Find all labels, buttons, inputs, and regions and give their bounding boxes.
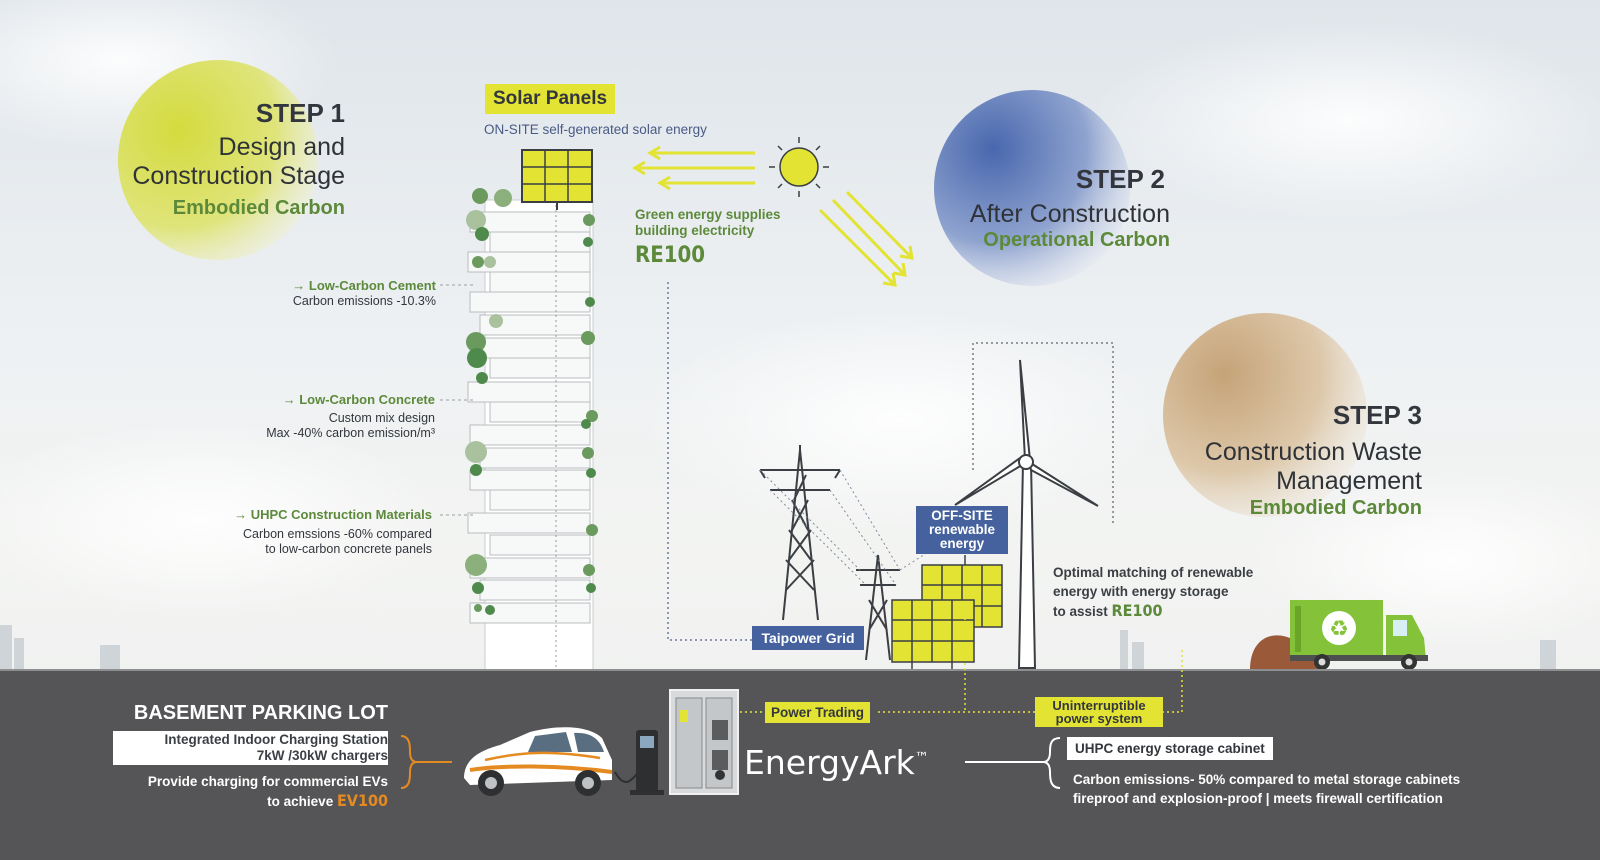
- grid-connection-line: [667, 282, 755, 641]
- power-cables: [759, 469, 956, 586]
- re100-badge-storage: RE100: [1111, 601, 1163, 620]
- ev-bracket: [400, 735, 452, 789]
- ev100-badge: EV100: [336, 791, 388, 810]
- sun-arrows: [632, 145, 914, 287]
- step1-title-line2: Construction Stage: [132, 162, 345, 190]
- step3-title-line1: Construction Waste: [1204, 438, 1422, 466]
- step3-number: STEP 3: [1332, 400, 1422, 430]
- taipower-grid-label: Taipower Grid: [752, 626, 864, 650]
- sun-icon: [769, 137, 829, 197]
- green-energy-line1: Green energy supplies: [635, 207, 781, 222]
- matching-text: Optimal matching of renewable energy wit…: [1053, 565, 1254, 620]
- electric-car: [464, 727, 613, 796]
- charging-station: [614, 730, 664, 795]
- step1-number: STEP 1: [255, 98, 345, 128]
- building-trees: [465, 188, 598, 615]
- step1-title-line1: Design and: [218, 133, 345, 161]
- step2-number: STEP 2: [1075, 164, 1165, 194]
- recycling-truck: ♻: [1250, 600, 1428, 670]
- material-note-heading: → Low-Carbon Cement: [292, 278, 436, 293]
- basement-ground: [0, 670, 1600, 860]
- material-note-heading: → UHPC Construction Materials: [234, 507, 432, 522]
- cabinet-line1: Carbon emissions- 50% compared to metal …: [1073, 772, 1461, 787]
- offsite-energy-label: OFF-SITE renewable energy: [916, 506, 1008, 554]
- green-building: [465, 149, 598, 680]
- rooftop-solar-panel: [521, 149, 593, 210]
- material-note-line: to low-carbon concrete panels: [265, 542, 432, 556]
- arrow-right-icon: →: [234, 507, 251, 522]
- cloud: [1090, 20, 1600, 220]
- material-note-line: Carbon emssions -60% compared: [243, 527, 432, 541]
- basement-title: BASEMENT PARKING LOT: [133, 702, 388, 724]
- power-trading-label: Power Trading: [765, 702, 871, 723]
- step1-circle: [118, 60, 318, 260]
- recycle-icon: ♻: [1329, 617, 1349, 642]
- wind-turbine: [954, 359, 1099, 669]
- energy-connectors: [735, 610, 1183, 713]
- cloud: [0, 420, 440, 620]
- step3-circle: [1163, 313, 1367, 517]
- material-note-line: Max -40% carbon emission/m³: [266, 426, 435, 440]
- green-energy-line2: building electricity: [635, 223, 755, 238]
- energy-storage-cabinet: [669, 689, 739, 795]
- turbine-frame-dotted: [972, 342, 1114, 525]
- offsite-solar-panels: [891, 555, 1003, 670]
- material-note-heading: → Low-Carbon Concrete: [282, 392, 435, 407]
- energyark-logo: EnergyArk™: [744, 743, 929, 782]
- transmission-tower: [759, 445, 900, 661]
- step3-subtitle: Embodied Carbon: [1249, 497, 1422, 519]
- step2-circle: [934, 90, 1130, 286]
- city-silhouette: [0, 625, 1556, 670]
- step1-subtitle: Embodied Carbon: [172, 197, 345, 219]
- solar-caption: ON-SITE self-generated solar energy: [484, 122, 707, 137]
- solar-panels-label: Solar Panels: [485, 84, 616, 114]
- cabinet-title-box: UHPC energy storage cabinet: [1067, 737, 1273, 760]
- arrow-right-icon: →: [282, 392, 300, 407]
- cabinet-line2: fireproof and explosion-proof | meets fi…: [1073, 791, 1443, 806]
- step3-title-line2: Management: [1276, 467, 1422, 495]
- charging-station-box: Integrated Indoor Charging Station 7kW /…: [113, 731, 388, 765]
- ups-label: Uninterruptible power system: [1035, 697, 1163, 727]
- material-note-line: Carbon emissions -10.3%: [292, 294, 436, 308]
- step2-title: After Construction: [969, 200, 1170, 228]
- step2-subtitle: Operational Carbon: [983, 229, 1170, 251]
- material-note-line: Custom mix design: [328, 411, 435, 425]
- arrow-right-icon: →: [292, 278, 309, 293]
- cabinet-bracket: [965, 737, 1061, 789]
- basement-line1: Provide charging for commercial EVs: [147, 774, 388, 789]
- re100-badge-building: RE100: [635, 243, 706, 268]
- basement-line2-wrap: to achieve EV100: [267, 791, 388, 810]
